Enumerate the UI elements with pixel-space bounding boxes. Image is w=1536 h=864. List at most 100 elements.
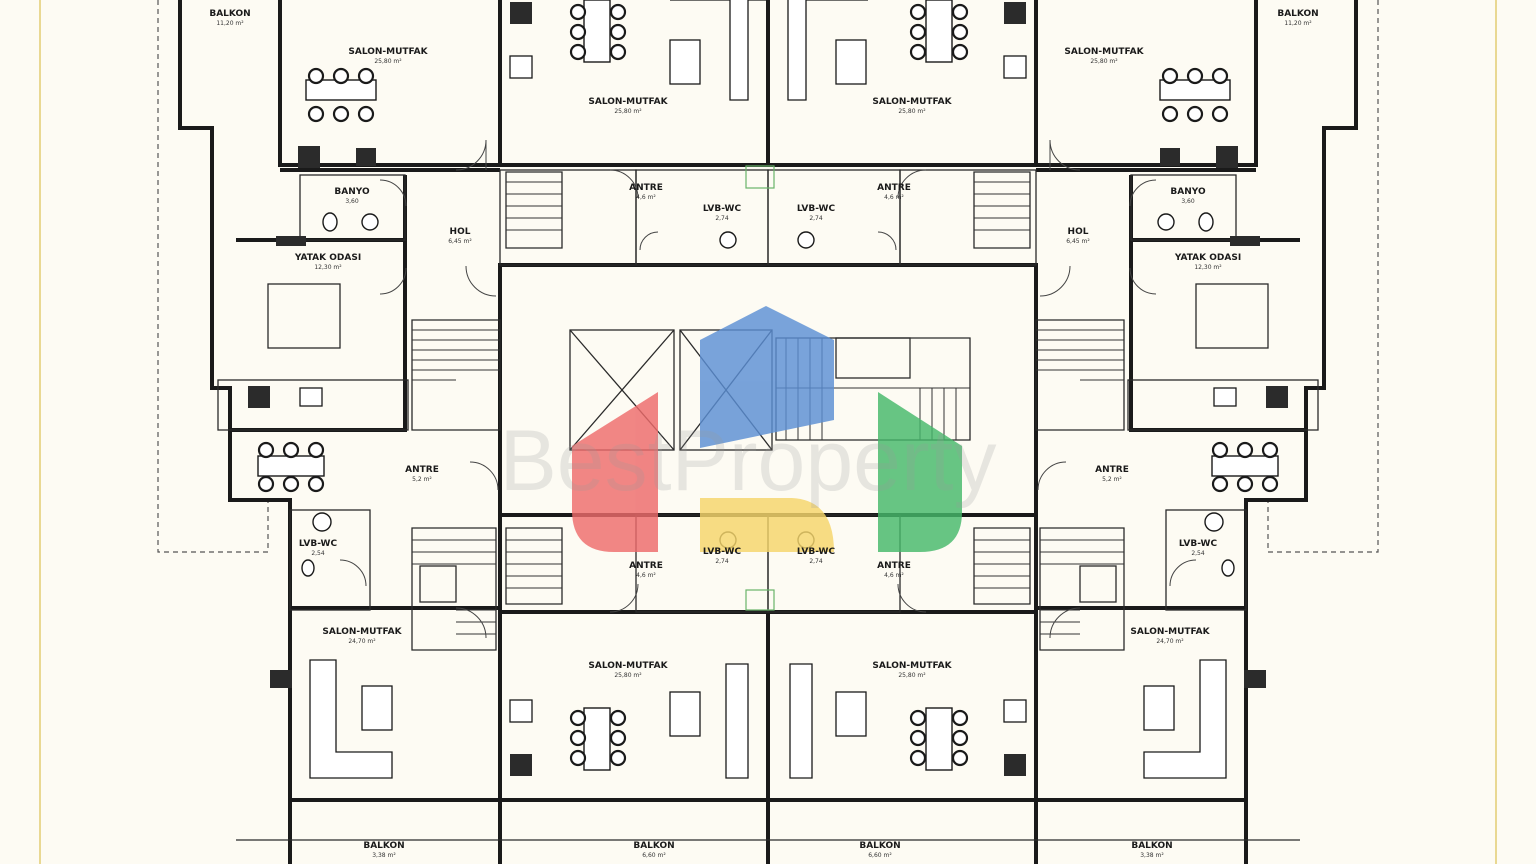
room-name: BALKON: [209, 9, 250, 19]
room-label-lvb-4: LVB-WC2,54: [1179, 539, 1218, 557]
room-name: SALON-MUTFAK: [322, 627, 402, 637]
room-name: BALKON: [633, 841, 674, 851]
room-label-lvb-5: LVB-WC2,74: [703, 547, 742, 565]
room-area: 25,80 m²: [614, 108, 642, 115]
room-name: SALON-MUTFAK: [872, 97, 952, 107]
room-area: 11,20 m²: [1284, 20, 1312, 27]
room-label-lvb-3: LVB-WC2,54: [299, 539, 338, 557]
room-area: 3,60: [345, 198, 359, 205]
watermark-red-shape: [572, 392, 658, 552]
room-name: SALON-MUTFAK: [872, 661, 952, 671]
watermark-text: BestProperty: [499, 413, 996, 509]
room-area: 25,80 m²: [1090, 58, 1118, 65]
balcony-outline-left: [157, 0, 269, 553]
appliances: [248, 2, 1288, 776]
page-frame: [39, 0, 1497, 864]
room-name: SALON-MUTFAK: [1130, 627, 1210, 637]
room-name: ANTRE: [877, 561, 911, 571]
room-area: 24,70 m²: [1156, 638, 1184, 645]
room-name: BANYO: [334, 187, 370, 197]
room-name: LVB-WC: [299, 539, 338, 549]
room-name: LVB-WC: [1179, 539, 1218, 549]
room-name: LVB-WC: [797, 547, 836, 557]
room-name: ANTRE: [877, 183, 911, 193]
room-area: 24,70 m²: [348, 638, 376, 645]
doors: [339, 139, 1197, 639]
interior-partitions: [217, 169, 1319, 841]
room-area: 2,74: [809, 215, 823, 222]
room-name: ANTRE: [629, 183, 663, 193]
room-label-lvb-2: LVB-WC2,74: [797, 204, 836, 222]
room-name: ANTRE: [405, 465, 439, 475]
watermark-blue-shape: [700, 306, 834, 448]
bestproperty-watermark: [572, 306, 962, 552]
room-area: 2,74: [715, 558, 729, 565]
balcony-outline-right: [1267, 0, 1379, 553]
room-name: SALON-MUTFAK: [1064, 47, 1144, 57]
room-area: 11,20 m²: [216, 20, 244, 27]
room-area: 12,30 m²: [1194, 264, 1222, 271]
room-name: BALKON: [859, 841, 900, 851]
room-area: 12,30 m²: [314, 264, 342, 271]
room-name: LVB-WC: [797, 204, 836, 214]
room-name: HOL: [450, 227, 471, 237]
room-name: BALKON: [1277, 9, 1318, 19]
room-area: 25,80 m²: [614, 672, 642, 679]
dining-tables: [257, 0, 1279, 771]
room-area: 25,80 m²: [374, 58, 402, 65]
room-area: 4,6 m²: [884, 572, 904, 579]
room-area: 2,54: [311, 550, 325, 557]
room-area: 25,80 m²: [898, 672, 926, 679]
watermark-green-shape: [878, 392, 962, 552]
room-area: 6,45 m²: [1066, 238, 1090, 245]
room-name: BALKON: [1131, 841, 1172, 851]
room-area: 6,60 m²: [642, 852, 666, 859]
room-name: SALON-MUTFAK: [588, 97, 668, 107]
room-label-lvb-6: LVB-WC2,74: [797, 547, 836, 565]
room-name: LVB-WC: [703, 204, 742, 214]
room-area: 4,6 m²: [884, 194, 904, 201]
room-area: 3,38 m²: [372, 852, 396, 859]
room-area: 6,45 m²: [448, 238, 472, 245]
room-area: 25,80 m²: [898, 108, 926, 115]
room-area: 2,54: [1191, 550, 1205, 557]
room-area: 2,74: [809, 558, 823, 565]
sofas: [309, 0, 1227, 779]
room-area: 4,6 m²: [636, 572, 656, 579]
watermark-yellow-shape: [700, 498, 834, 552]
room-name: ANTRE: [629, 561, 663, 571]
stairs: [411, 171, 1125, 651]
room-area: 4,6 m²: [636, 194, 656, 201]
room-name: BALKON: [363, 841, 404, 851]
room-area: 6,60 m²: [868, 852, 892, 859]
room-area: 2,74: [715, 215, 729, 222]
room-area: 5,2 m²: [1102, 476, 1122, 483]
room-label-lvb-1: LVB-WC2,74: [703, 204, 742, 222]
room-name: YATAK ODASI: [294, 253, 361, 263]
room-name: HOL: [1068, 227, 1089, 237]
